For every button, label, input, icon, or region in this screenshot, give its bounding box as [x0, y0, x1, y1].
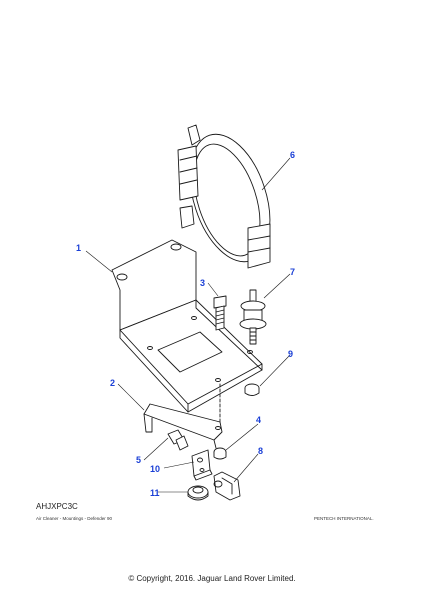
copyright-notice: © Copyright, 2016. Jaguar Land Rover Lim… [128, 574, 296, 583]
callout-8: 8 [258, 446, 263, 456]
strap-clamp [177, 124, 271, 269]
callout-1: 1 [76, 243, 81, 253]
callout-6: 6 [290, 150, 295, 160]
callout-2: 2 [110, 378, 115, 388]
lower-bracket-2 [143, 403, 223, 449]
clip-bracket-10 [191, 449, 213, 481]
callout-9: 9 [288, 349, 293, 359]
stud-mount-7 [239, 289, 267, 345]
callout-5: 5 [136, 455, 141, 465]
caption-left: Air Cleaner - Mountings - Defender 90 [36, 516, 113, 521]
clip-8 [213, 471, 241, 501]
grommet-11 [187, 485, 209, 501]
mounting-bracket [111, 239, 263, 429]
callout-7: 7 [290, 267, 295, 277]
callout-3: 3 [200, 278, 205, 288]
bolt-5 [167, 429, 189, 451]
callout-4: 4 [256, 415, 261, 425]
callout-11: 11 [150, 488, 160, 498]
nut-9 [244, 383, 260, 396]
nut-4 [213, 447, 227, 460]
illustration-code: AHJXPC3C [36, 502, 78, 511]
caption-right: PENTECH INTERNATIONAL. [314, 516, 374, 521]
callout-10: 10 [150, 464, 160, 474]
bolt-3 [213, 295, 227, 331]
